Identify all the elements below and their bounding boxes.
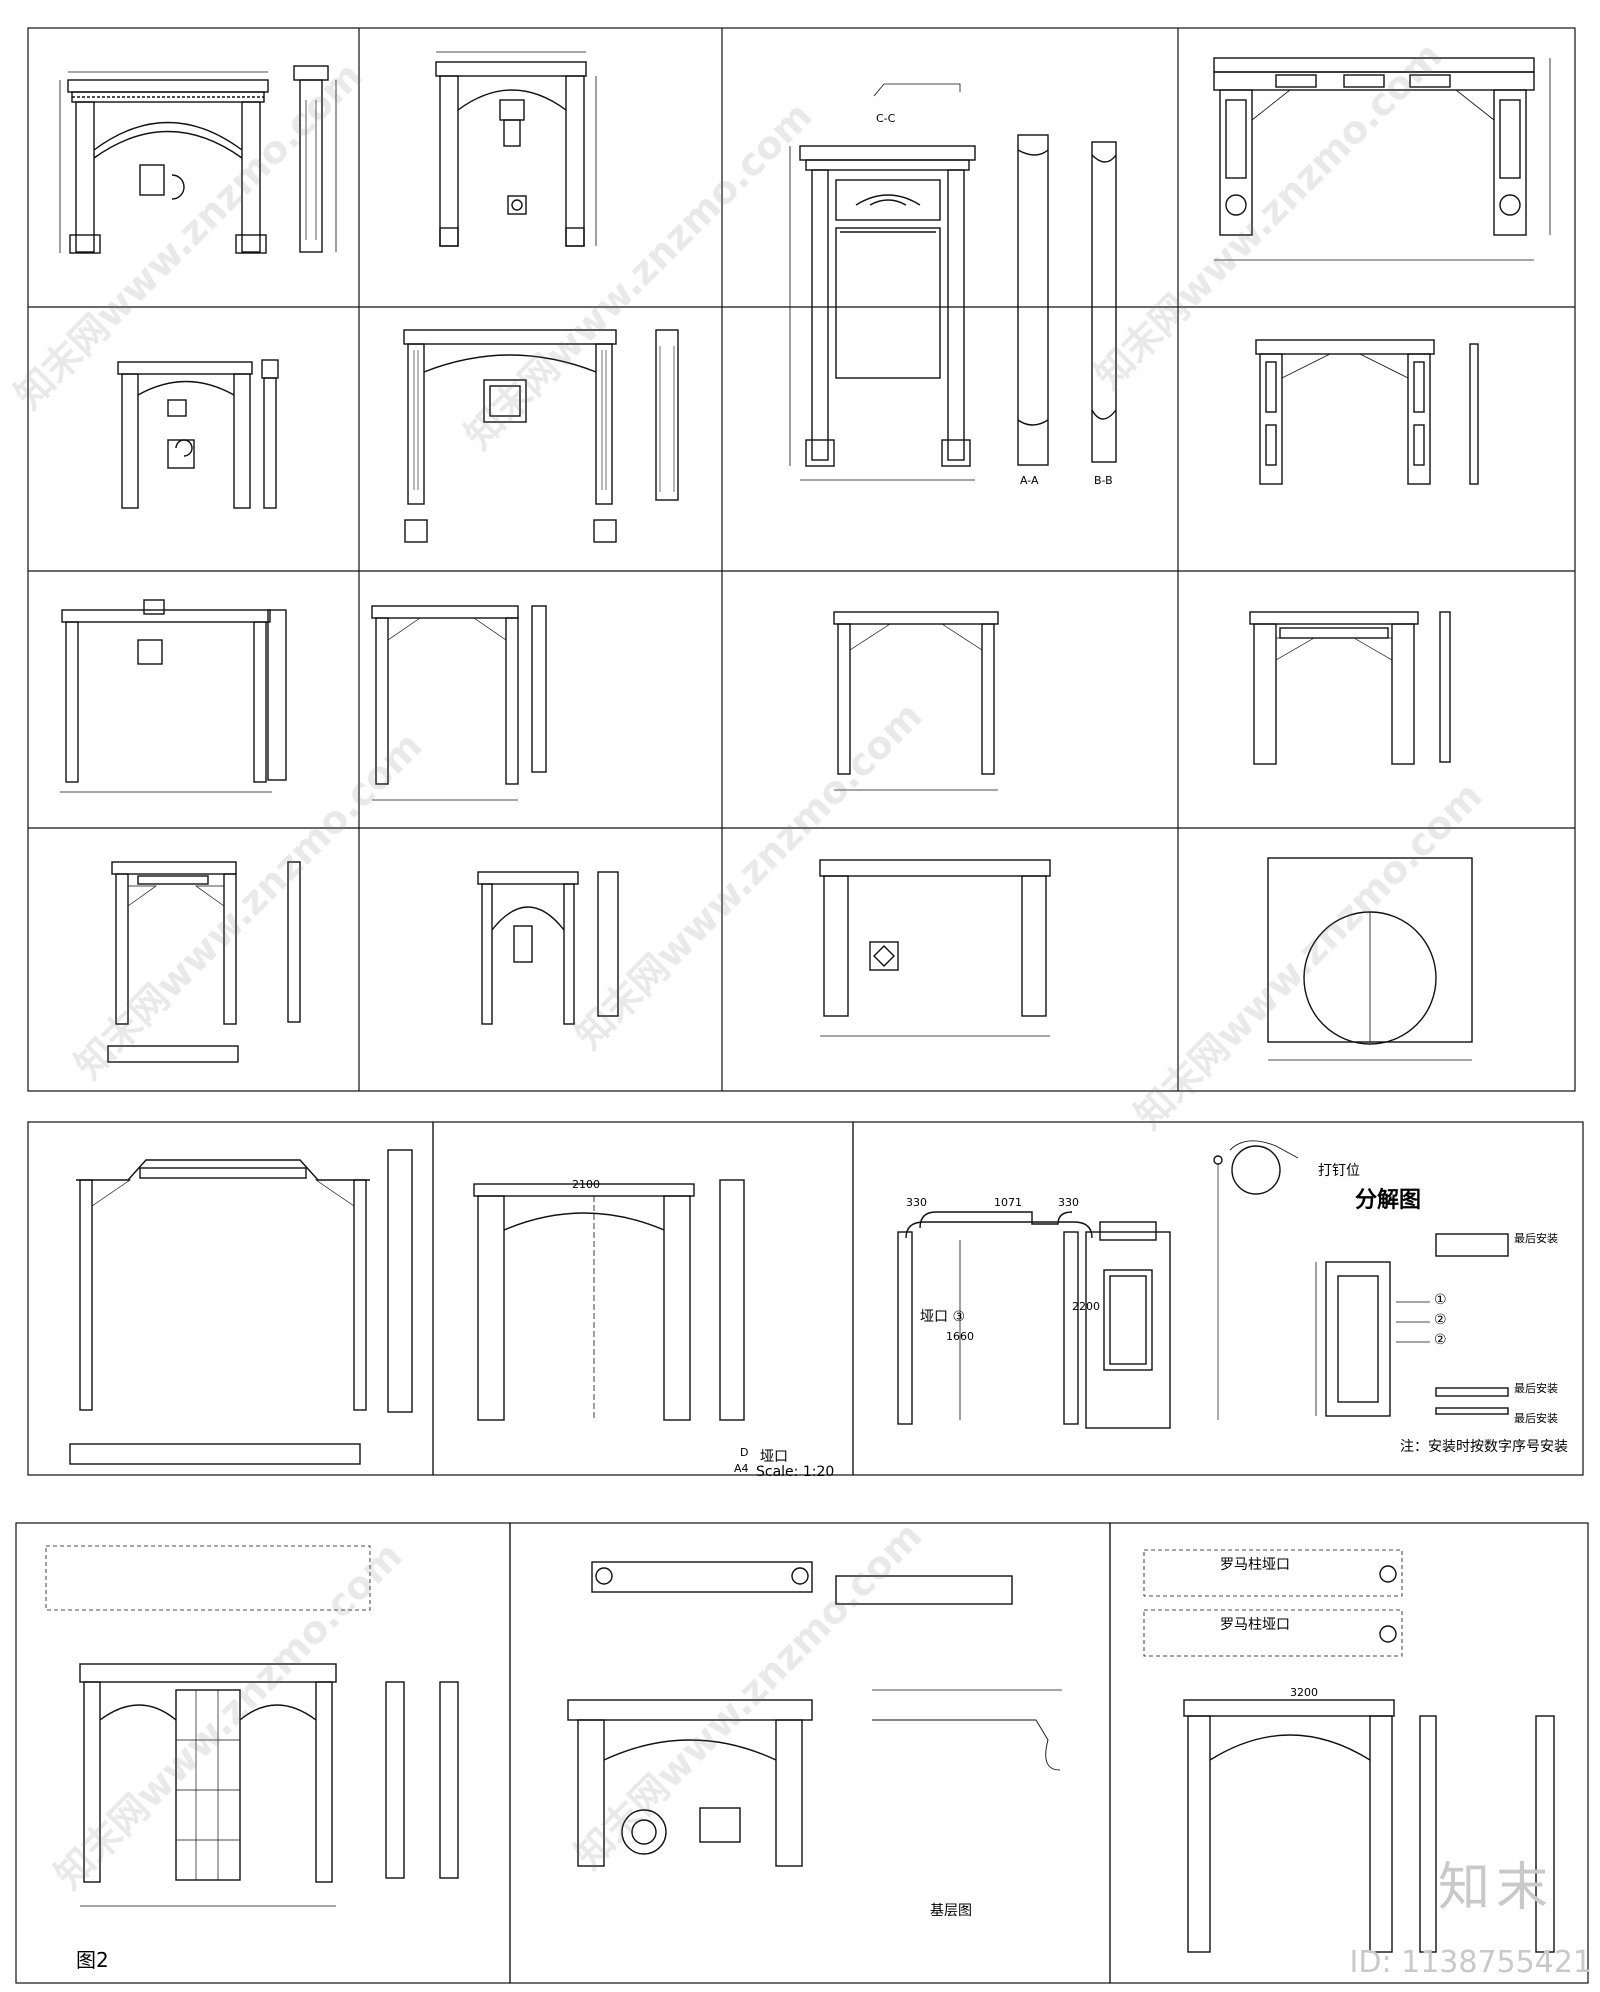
lattice-opening-2: [1255, 339, 1479, 485]
dim-1660: 1660: [946, 1330, 974, 1343]
label-section-aa: A-A: [1020, 474, 1039, 487]
label-part-2: ②: [1434, 1312, 1447, 1328]
label-nail-position: 打钉位: [1318, 1163, 1360, 1179]
label-part-3: ②: [1434, 1332, 1447, 1348]
exploded-panel: [1229, 1140, 1509, 1417]
dim-2100: 2100: [572, 1178, 600, 1191]
brand-id: ID: 1138755421: [1349, 1945, 1592, 1980]
arch-elevation-2: [435, 51, 597, 247]
dim-1071: 1071: [994, 1196, 1022, 1209]
label-install-note: 注：安装时按数字序号安装: [1400, 1439, 1568, 1455]
label-install-last-2: 最后安装: [1514, 1382, 1558, 1395]
square-arch-elevation: [371, 605, 547, 801]
carved-frame-elevation: [819, 859, 1051, 1037]
arch-elevation-3: [117, 359, 279, 509]
tiered-screen-elevation: [45, 1545, 459, 1907]
column-arch-elevation: [403, 329, 679, 543]
round-arch-elevation: [477, 871, 619, 1025]
arch-elevation-1: [59, 65, 337, 254]
label-exploded-view: 分解图: [1355, 1188, 1422, 1213]
door-frame-elevation: [789, 83, 1117, 481]
label-part-1: ①: [1434, 1292, 1447, 1308]
fireplace-arch-elevation: [567, 1561, 1062, 1867]
label-roman-column-2: 罗马柱垭口: [1220, 1617, 1290, 1633]
label-zhaokou-3: 垭口 ③: [920, 1309, 966, 1325]
grid-frame: [15, 27, 1589, 1984]
label-base-plan: 基层图: [930, 1903, 972, 1919]
lattice-arch-elevation: [107, 861, 301, 1063]
label-install-last-3: 最后安装: [1514, 1412, 1558, 1425]
dim-3200: 3200: [1290, 1686, 1318, 1699]
label-scale-d: D: [740, 1446, 749, 1459]
gable-lattice-arch: [69, 1149, 413, 1465]
zhaokou-arch: [897, 1155, 1223, 1429]
roman-column-arch: [1143, 1549, 1555, 1953]
label-scale: Scale: 1:20: [756, 1464, 835, 1480]
pilaster-arch: [473, 1179, 745, 1421]
label-scale-title: 垭口: [760, 1449, 788, 1465]
label-section-cc: C-C: [876, 112, 896, 125]
label-figure-2: 图2: [76, 1948, 109, 1972]
simple-arch-elevation: [60, 599, 287, 793]
dim-330-right: 330: [1058, 1196, 1079, 1209]
moon-gate-elevation: [1267, 857, 1473, 1061]
dim-330-left: 330: [906, 1196, 927, 1209]
brand-logo: 知末: [1437, 1858, 1554, 1918]
label-section-bb: B-B: [1094, 474, 1113, 487]
dim-2200: 2200: [1072, 1300, 1100, 1313]
lattice-opening-1: [1213, 57, 1551, 261]
label-install-last-1: 最后安装: [1514, 1232, 1558, 1245]
carved-arch-elevation: [833, 611, 999, 791]
label-roman-column-1: 罗马柱垭口: [1220, 1557, 1290, 1573]
lattice-opening-3: [1249, 611, 1451, 765]
label-scale-a4: A4: [734, 1462, 749, 1475]
